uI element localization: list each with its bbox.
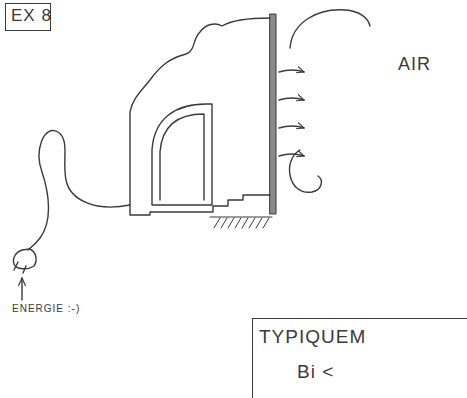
- box-heading: EX 8: [11, 6, 52, 26]
- power-cable: [28, 131, 130, 250]
- arch-outer: [152, 104, 212, 205]
- air-label: AIR: [398, 54, 431, 75]
- air-flow-arrows: [279, 70, 304, 156]
- plug-symbol: [13, 249, 36, 273]
- box-heading: TYPIQUEM: [259, 326, 366, 348]
- wall: [270, 14, 276, 214]
- box-body: Bi <: [297, 361, 334, 383]
- air-region-top: [290, 10, 370, 48]
- air-region-bottom: [290, 150, 322, 192]
- energy-arrow: [21, 278, 22, 300]
- ground-hatch: [210, 217, 272, 228]
- energy-label: ENERGIE :-): [12, 303, 80, 314]
- heater-body: [130, 18, 270, 215]
- arch-inner: [160, 114, 204, 200]
- note-box: TYPIQUEM Bi <: [252, 318, 467, 398]
- exercise-number-box: EX 8: [5, 3, 51, 31]
